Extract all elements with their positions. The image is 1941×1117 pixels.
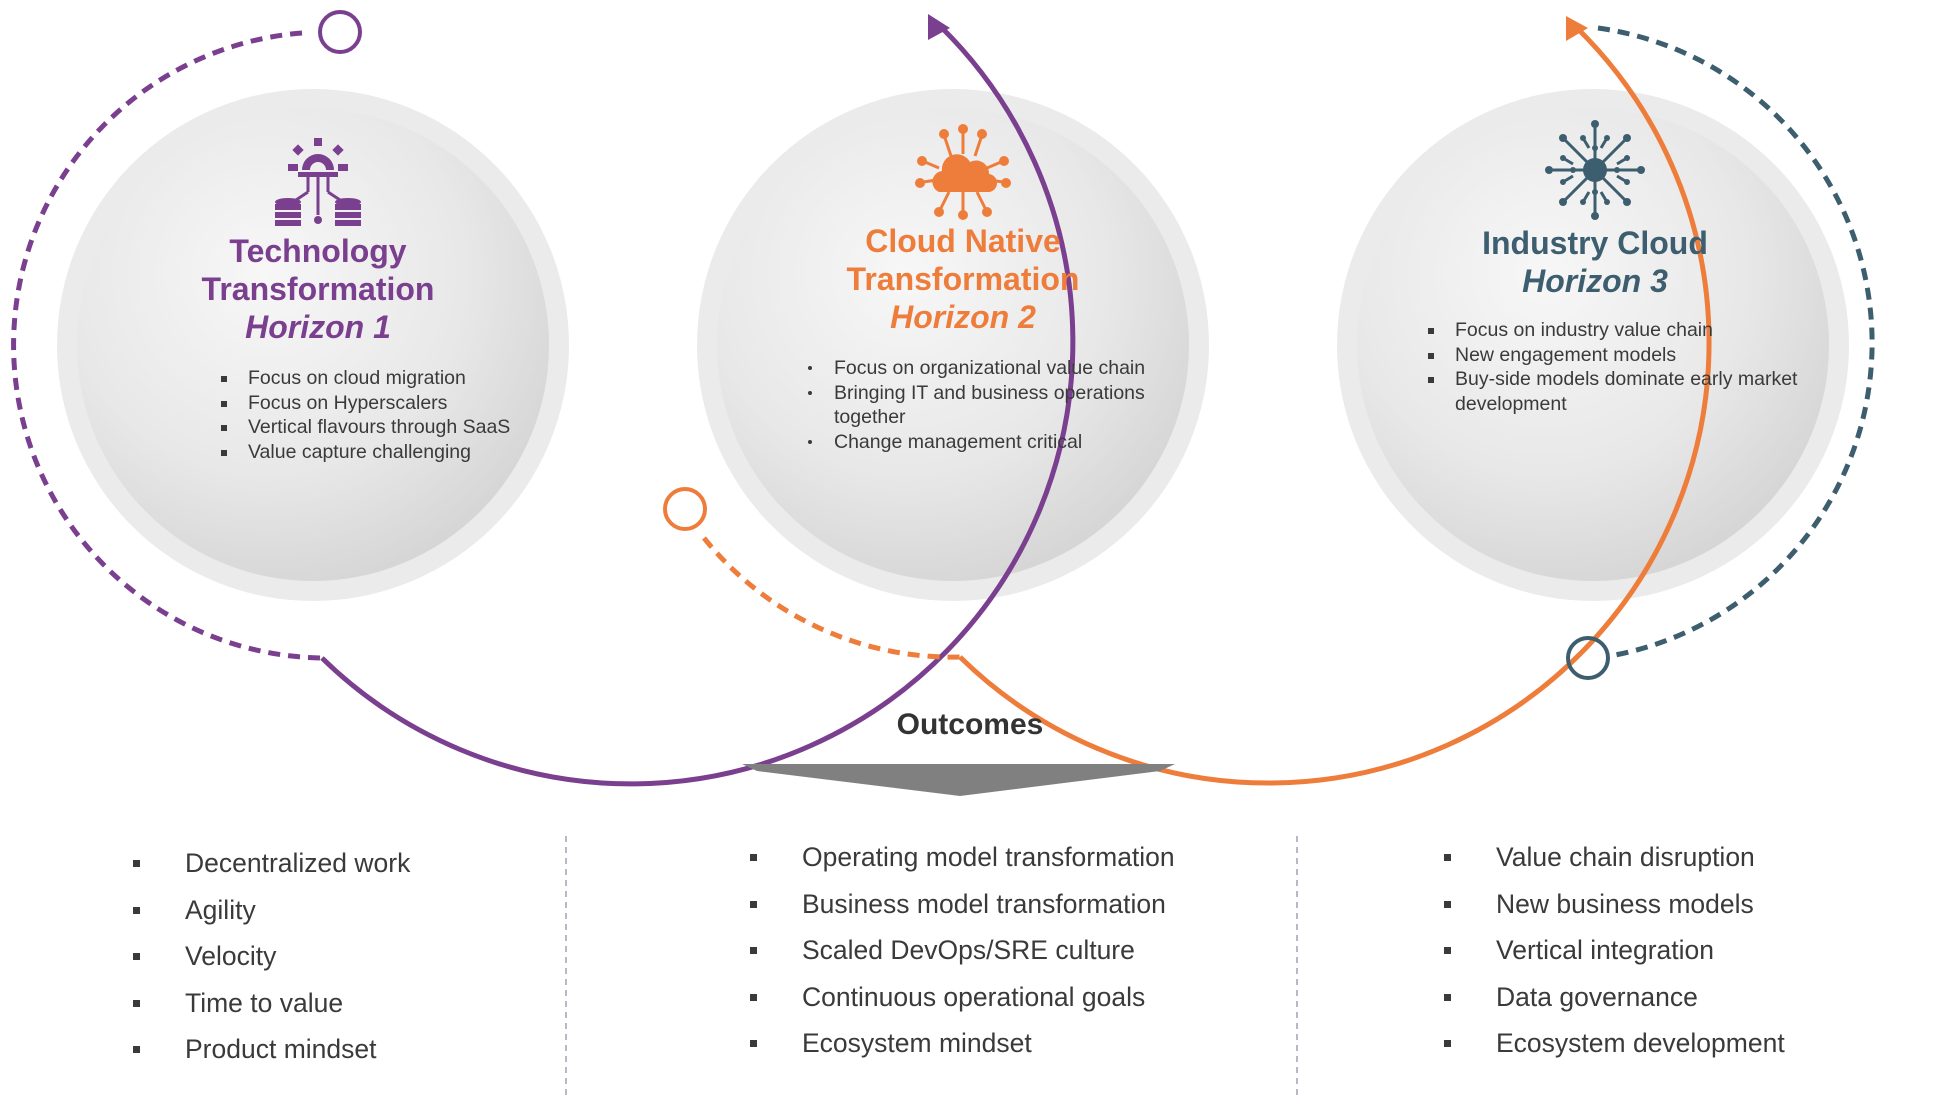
outcomes-column-2: Operating model transformation Business … [750, 834, 1175, 1067]
horizon-3-card: Industry Cloud Horizon 3 Focus on indust… [1428, 118, 1797, 416]
list-item: Product mindset [133, 1026, 410, 1073]
cloud-network-icon [915, 124, 1011, 220]
outcomes-chevron [742, 764, 1175, 796]
outcomes-column-3: Value chain disruption New business mode… [1444, 834, 1785, 1067]
gear-database-icon [275, 138, 361, 226]
horizon-2-title-line-2: Transformation [846, 261, 1080, 297]
list-item: Value capture challenging [221, 440, 568, 465]
list-item: Vertical integration [1444, 927, 1785, 974]
list-item: Velocity [133, 933, 410, 980]
horizon-3-disc [1337, 89, 1849, 601]
horizon-3-subtitle: Horizon 3 [1522, 263, 1668, 299]
horizon-1-disc [57, 89, 569, 601]
horizon-1-bullets: Focus on cloud migration Focus on Hypers… [173, 366, 568, 464]
list-item: Buy-side models dominate early market de… [1428, 367, 1845, 416]
list-item: Change management critical [808, 430, 1204, 455]
list-item: Value chain disruption [1444, 834, 1785, 881]
outcomes-title: Outcomes [896, 708, 1044, 741]
outcomes-column-1: Decentralized work Agility Velocity Time… [133, 840, 410, 1073]
horizon-2-card: Cloud Native Transformation Horizon 2 Fo… [808, 122, 1145, 454]
list-item: Focus on cloud migration [221, 366, 568, 391]
horizon-2-bullets: Focus on organizational value chain Brin… [778, 356, 1204, 454]
list-item: Bringing IT and business operations toge… [808, 381, 1204, 430]
list-item: Decentralized work [133, 840, 410, 887]
horizon-3-path [1566, 25, 1875, 680]
list-item: New engagement models [1428, 343, 1845, 368]
list-item: New business models [1444, 881, 1785, 928]
horizon-2-disc [697, 89, 1209, 601]
list-item: Agility [133, 887, 410, 934]
horizon-1-card: Technology Transformation Horizon 1 Focu… [173, 130, 510, 464]
list-item: Scaled DevOps/SRE culture [750, 927, 1175, 974]
horizon-2-title-line-1: Cloud Native [865, 223, 1061, 259]
list-item: Business model transformation [750, 881, 1175, 928]
horizon-3-bullets: Focus on industry value chain New engage… [1400, 318, 1845, 416]
horizon-1-title-line-2: Transformation [201, 271, 435, 307]
horizon-1-subtitle: Horizon 1 [245, 309, 391, 345]
list-item: Ecosystem development [1444, 1020, 1785, 1067]
list-item: Data governance [1444, 974, 1785, 1021]
network-hub-icon [1545, 120, 1645, 220]
list-item: Focus on industry value chain [1428, 318, 1845, 343]
list-item: Continuous operational goals [750, 974, 1175, 1021]
list-item: Ecosystem mindset [750, 1020, 1175, 1067]
horizon-3-title-line-1: Industry Cloud [1482, 225, 1708, 261]
list-item: Focus on organizational value chain [808, 356, 1204, 381]
list-item: Time to value [133, 980, 410, 1027]
horizon-1-title-line-1: Technology [229, 233, 407, 269]
list-item: Focus on Hyperscalers [221, 391, 568, 416]
horizon-1-path [11, 10, 1076, 787]
horizon-2-subtitle: Horizon 2 [890, 299, 1036, 335]
list-item: Vertical flavours through SaaS [221, 415, 568, 440]
list-item: Operating model transformation [750, 834, 1175, 881]
